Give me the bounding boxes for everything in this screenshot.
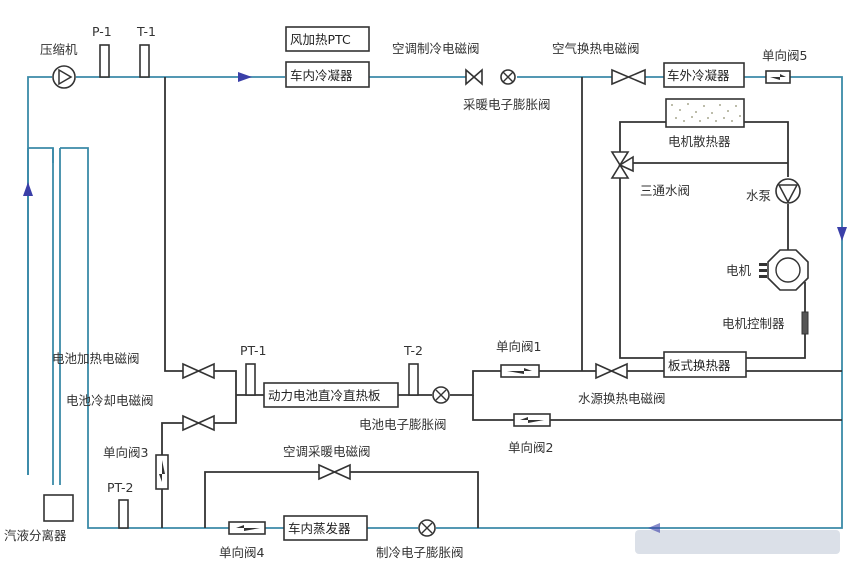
plate-hx-box (663, 351, 747, 378)
refrigerant-loop (27, 76, 843, 529)
motor-radiator-icon (665, 98, 745, 128)
flow-arrow (837, 227, 847, 241)
flow-arrow (23, 182, 33, 196)
check-valve-2-icon (513, 413, 551, 427)
battery-heat-valve-label: 电池加热电磁阀 (52, 351, 140, 366)
ac-heat-valve-label: 空调采暖电磁阀 (283, 444, 371, 459)
ac-cool-valve-icon (465, 68, 483, 86)
sensor-pt2-label: PT-2 (107, 480, 134, 495)
check-valve-1-label: 单向阀1 (496, 339, 541, 354)
motor-label: 电机 (726, 263, 752, 278)
sensor-t2-label: T-2 (403, 343, 423, 358)
check-valve-3-label: 单向阀3 (103, 445, 148, 460)
cool-exv-icon (418, 519, 436, 537)
branch-lines (52, 77, 842, 528)
inner-condenser-box (285, 61, 370, 88)
motor-controller-icon (801, 311, 809, 335)
sensor-pt2-icon (118, 499, 129, 529)
battery-cool-valve-icon (182, 414, 215, 432)
sensor-p1-label: P-1 (92, 24, 112, 39)
ptc-box (285, 26, 370, 52)
battery-exv-label: 电池电子膨胀阀 (359, 417, 447, 432)
separator-label: 汽液分离器 (4, 528, 67, 543)
check-valve-5-label: 单向阀5 (762, 48, 807, 63)
outer-condenser-label: 车外冷凝器 (667, 68, 730, 83)
ac-heat-valve-icon (318, 463, 351, 481)
motor-controller-label: 电机控制器 (722, 316, 785, 331)
evaporator-box (283, 515, 368, 541)
sensor-t1-icon (139, 44, 150, 78)
three-way-valve-icon (610, 151, 634, 179)
outer-condenser-box (663, 62, 745, 88)
battery-plate-box (263, 382, 399, 408)
inner-condenser-label: 车内冷凝器 (290, 68, 353, 83)
air-hx-valve-label: 空气换热电磁阀 (552, 41, 640, 56)
heat-exv-label: 采暖电子膨胀阀 (463, 97, 551, 112)
check-valve-4-icon (228, 521, 266, 535)
water-pump-icon (775, 178, 801, 204)
water-hx-valve-icon (595, 362, 628, 380)
ac-cool-valve-label: 空调制冷电磁阀 (392, 41, 480, 56)
check-valve-2-label: 单向阀2 (508, 440, 553, 455)
check-valve-4-label: 单向阀4 (219, 545, 265, 560)
watermark-blur (635, 530, 840, 554)
battery-plate-label: 动力电池直冷直热板 (268, 388, 381, 403)
heat-exv-icon (500, 69, 516, 85)
check-valve-1-icon (500, 364, 540, 378)
compressor-icon (52, 65, 76, 89)
check-valve-3-icon (155, 454, 169, 490)
sensor-t1-label: T-1 (136, 24, 156, 39)
flow-arrow (648, 523, 660, 533)
sensor-t2-icon (408, 363, 419, 396)
cool-exv-label: 制冷电子膨胀阀 (376, 545, 464, 560)
sensor-pt1-label: PT-1 (240, 343, 267, 358)
sensor-p1-icon (99, 44, 110, 78)
three-way-valve-label: 三通水阀 (640, 183, 690, 198)
ptc-label: 风加热PTC (290, 32, 351, 47)
evaporator-label: 车内蒸发器 (288, 521, 351, 536)
motor-radiator-label: 电机散热器 (668, 134, 731, 149)
plate-hx-label: 板式换热器 (668, 358, 731, 373)
motor-icon (759, 249, 809, 291)
water-pump-label: 水泵 (746, 188, 771, 203)
battery-exv-icon (432, 386, 450, 404)
compressor-label: 压缩机 (40, 42, 78, 57)
battery-cool-valve-label: 电池冷却电磁阀 (66, 393, 154, 408)
check-valve-5-icon (765, 70, 791, 84)
battery-heat-valve-icon (182, 362, 215, 380)
flow-arrow (238, 72, 252, 82)
water-hx-valve-label: 水源换热电磁阀 (578, 391, 666, 406)
sensor-pt1-icon (245, 363, 256, 396)
air-hx-valve-icon (611, 68, 646, 86)
separator-box (43, 494, 74, 522)
